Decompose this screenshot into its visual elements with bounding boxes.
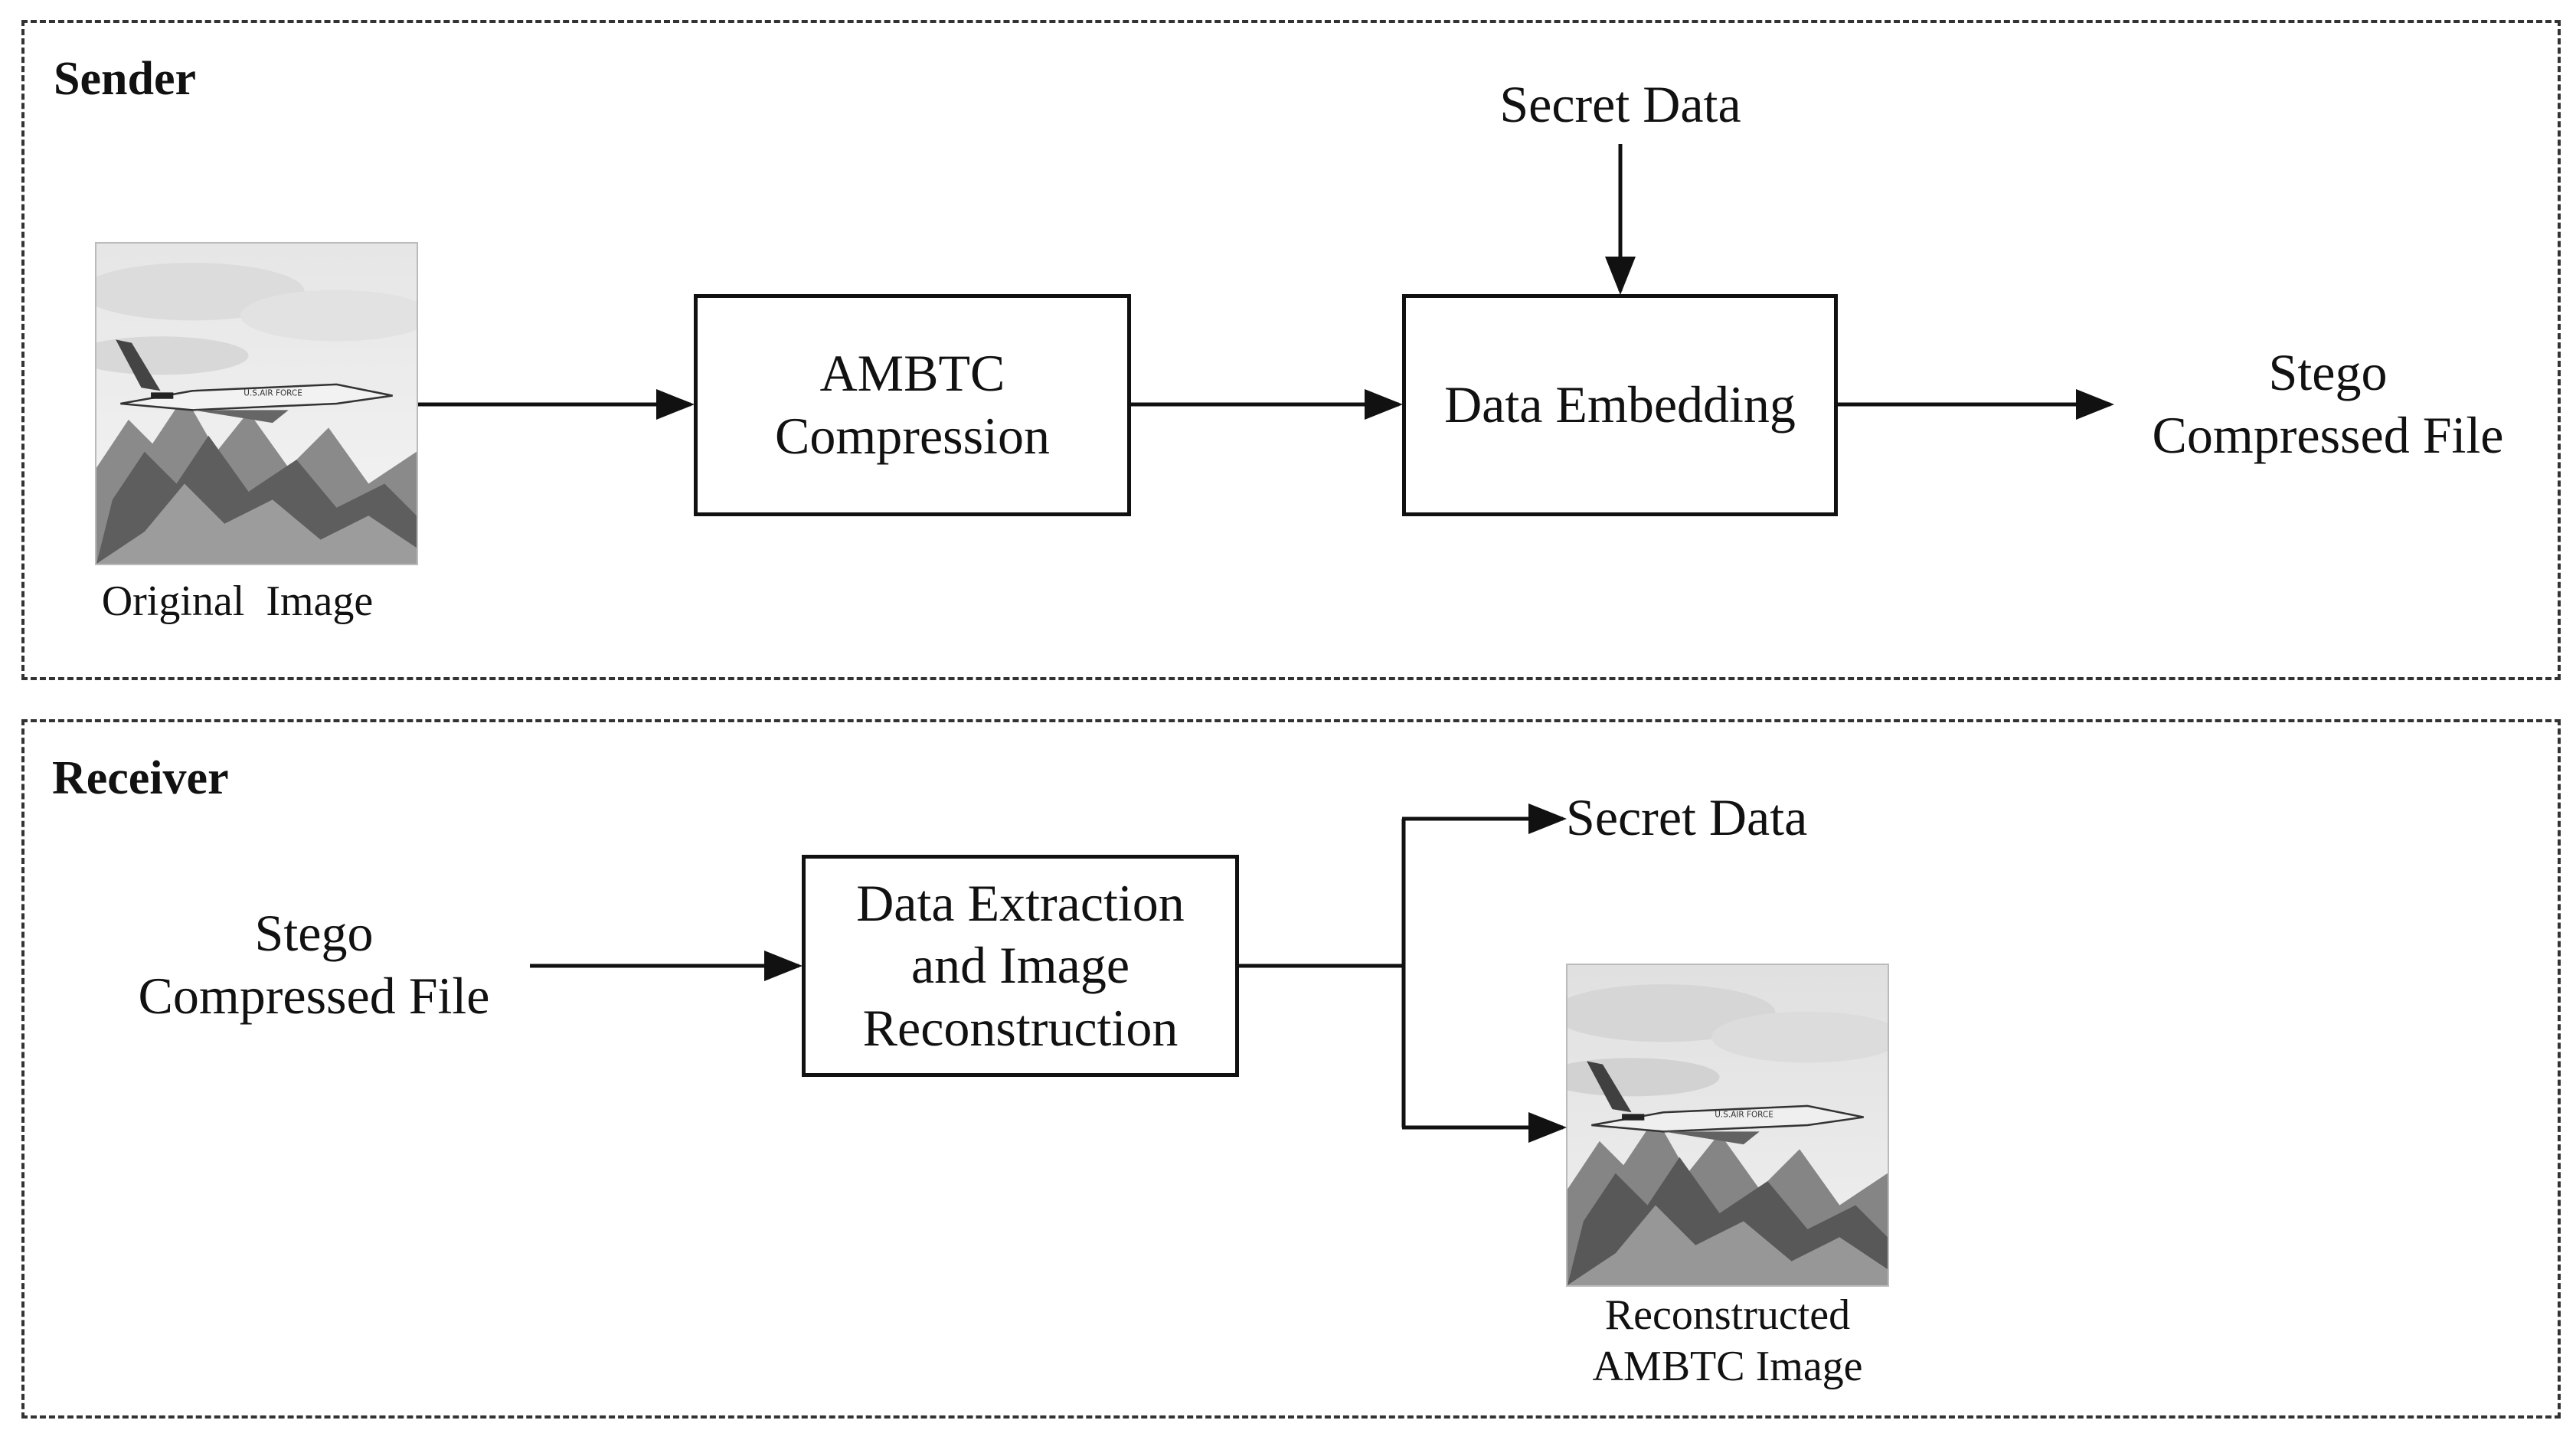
data-extraction-box: Data Extraction and Image Reconstruction [802, 855, 1239, 1077]
reconstructed-image: U.S.AIR FORCE [1566, 964, 1889, 1287]
data-embedding-box: Data Embedding [1402, 294, 1838, 516]
data-extraction-label: Data Extraction and Image Reconstruction [856, 873, 1185, 1057]
receiver-input-label: Stego Compressed File [138, 904, 490, 1025]
sender-output-label: Stego Compressed File [2152, 343, 2504, 464]
aircraft-caption: U.S.AIR FORCE [244, 389, 302, 398]
ambtc-compression-label: AMBTC Compression [775, 344, 1050, 465]
sender-title: Sender [54, 53, 196, 105]
data-embedding-label: Data Embedding [1444, 375, 1796, 434]
aircraft-caption-reconstructed: U.S.AIR FORCE [1715, 1111, 1773, 1120]
original-image: U.S.AIR FORCE [95, 242, 418, 565]
receiver-panel [21, 719, 2561, 1419]
receiver-secret-data-label: Secret Data [1566, 788, 1808, 846]
sender-secret-data-label: Secret Data [1499, 75, 1741, 133]
receiver-title: Receiver [52, 752, 229, 804]
original-image-caption: Original Image [101, 578, 374, 625]
ambtc-compression-box: AMBTC Compression [694, 294, 1131, 516]
sender-panel [21, 20, 2561, 680]
reconstructed-image-caption: Reconstructed AMBTC Image [1592, 1291, 1863, 1391]
